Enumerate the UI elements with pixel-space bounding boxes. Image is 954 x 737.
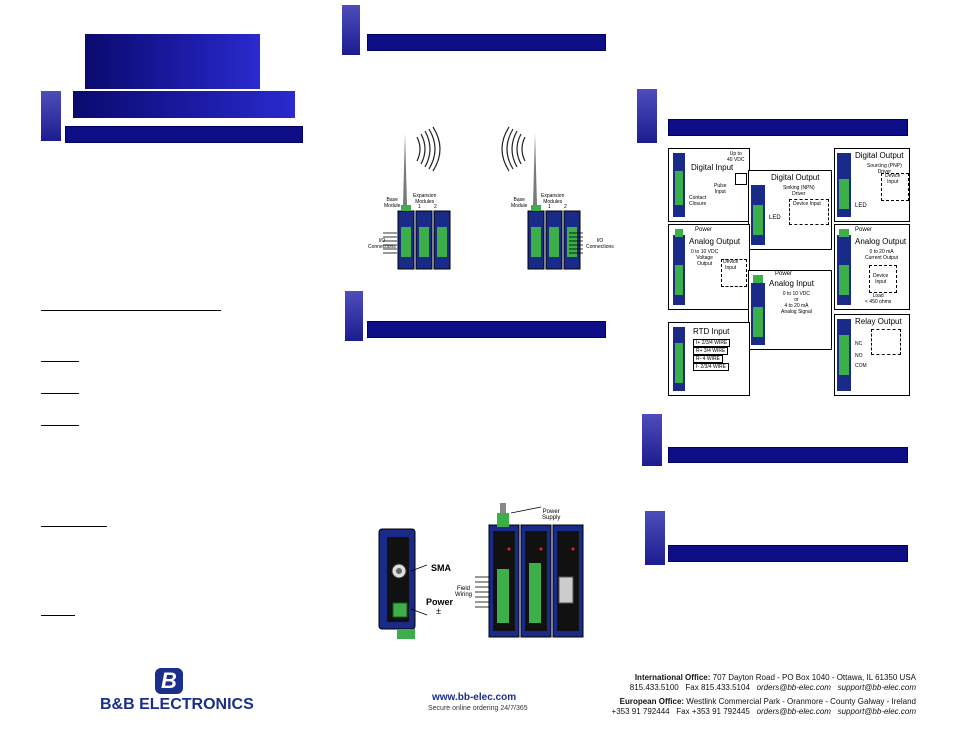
relay-nc: NC bbox=[855, 341, 863, 347]
ao-v-power: Power bbox=[695, 227, 713, 233]
panel-digital-output-sinking: Digital Output Sinking (NPN) Driver Devi… bbox=[748, 170, 832, 250]
panel-analog-input: Power Analog Input 0 to 10 VDC or 4 to 2… bbox=[748, 270, 832, 350]
tagline: Secure online ordering 24/7/365 bbox=[428, 705, 528, 712]
di-contact: Contact Closure bbox=[689, 195, 707, 207]
ao-c-power: Power bbox=[855, 227, 873, 233]
underline-heading-3 bbox=[41, 393, 79, 394]
label-n2-right: 2 bbox=[564, 204, 567, 210]
panel-rtd-input: RTD Input I+ 2/3/4 WIRE R+ 3/4 WIRE R- 4… bbox=[668, 322, 750, 396]
label-expansion-left: Expansion Modules bbox=[413, 193, 437, 205]
di-pulse: Pulse Input bbox=[714, 183, 727, 195]
section-tab-right-2 bbox=[642, 414, 662, 466]
intl-fax: Fax 815.433.5104 bbox=[685, 683, 750, 692]
label-field-wiring: Field Wiring bbox=[455, 586, 473, 598]
rtd-row-4: I- 2/3/4 WIRE bbox=[693, 363, 730, 371]
eu-support-email[interactable]: support@bb-elec.com bbox=[837, 707, 916, 716]
relay-no: NO bbox=[855, 353, 863, 359]
label-expansion-right: Expansion Modules bbox=[541, 193, 565, 205]
eu-address: Westlink Commercial Park - Oranmore - Co… bbox=[686, 697, 916, 706]
logo-b-mark: B bbox=[155, 668, 183, 694]
title-block bbox=[85, 34, 260, 89]
section-tab-wireless bbox=[342, 5, 360, 55]
do-sink-led: LED bbox=[769, 215, 781, 221]
intl-support-email[interactable]: support@bb-elec.com bbox=[837, 683, 916, 692]
section-header-block bbox=[73, 91, 295, 118]
section-tab-wiring bbox=[637, 89, 657, 143]
company-logo: B B&B ELECTRONICS bbox=[100, 668, 285, 718]
underline-heading-2 bbox=[41, 361, 79, 362]
underline-heading-4 bbox=[41, 425, 79, 426]
label-power-supply: Power Supply bbox=[542, 509, 561, 521]
section-tab-left bbox=[41, 91, 61, 141]
ao-v-device: Device Input bbox=[723, 259, 739, 271]
logo-text: B&B ELECTRONICS bbox=[100, 696, 254, 713]
relay-title: Relay Output bbox=[855, 317, 902, 326]
do-src-sub: Sourcing (PNP) Driver bbox=[867, 163, 902, 175]
relay-com: COM bbox=[855, 363, 867, 369]
intl-label: International Office: bbox=[634, 673, 711, 682]
section-bar-wireless bbox=[367, 34, 606, 51]
label-plusminus: ± bbox=[436, 606, 441, 616]
section-tab-right-3 bbox=[645, 511, 665, 565]
label-io-left: I/O Connections bbox=[368, 238, 396, 250]
label-base-right: Base Module bbox=[511, 197, 528, 209]
panel-digital-output-sourcing: Digital Output Sourcing (PNP) Driver Dev… bbox=[834, 148, 910, 222]
do-sink-sub: Sinking (NPN) Driver bbox=[783, 185, 815, 197]
ao-v-title: Analog Output bbox=[689, 237, 741, 246]
label-n1-right: 1 bbox=[548, 204, 551, 210]
rtd-row-1: I+ 2/3/4 WIRE bbox=[693, 339, 731, 347]
section-tab-middle-2 bbox=[345, 291, 363, 341]
website-link[interactable]: www.bb-elec.com bbox=[432, 692, 517, 703]
ao-v-sub: 0 to 10 VDC Voltage Output bbox=[691, 249, 719, 267]
rtd-title: RTD Input bbox=[693, 327, 730, 336]
label-sma: SMA bbox=[431, 563, 451, 573]
ai-title: Analog Input bbox=[769, 279, 814, 288]
panel-analog-output-voltage: Power Analog Output 0 to 10 VDC Voltage … bbox=[668, 224, 750, 310]
label-power: Power bbox=[426, 597, 454, 607]
eu-fax: Fax +353 91 792445 bbox=[676, 707, 750, 716]
underline-heading-5 bbox=[41, 526, 107, 527]
ao-c-load: Load < 450 ohms bbox=[865, 293, 892, 305]
eu-office-line-1: European Office: Westlink Commercial Par… bbox=[620, 697, 916, 706]
label-n1-left: 1 bbox=[418, 204, 421, 210]
underline-heading-6 bbox=[41, 615, 75, 616]
intl-phone: 815.433.5100 bbox=[629, 683, 679, 692]
ao-c-sub: 0 to 20 mA Current Output bbox=[865, 249, 899, 261]
do-src-led: LED bbox=[855, 203, 867, 209]
di-title: Digital Input bbox=[691, 163, 734, 172]
rtd-row-2: R+ 3/4 WIRE bbox=[693, 347, 729, 355]
do-sink-title: Digital Output bbox=[771, 173, 820, 182]
eu-label: European Office: bbox=[619, 697, 685, 706]
underline-heading-1 bbox=[41, 310, 221, 311]
intl-office-line-1: International Office: 707 Dayton Road - … bbox=[635, 673, 916, 682]
label-n2-left: 2 bbox=[434, 204, 437, 210]
section-bar-right-3 bbox=[668, 545, 908, 562]
ai-power: Power bbox=[775, 271, 793, 277]
eu-office-line-2: +353 91 792444 Fax +353 91 792445 orders… bbox=[612, 707, 916, 716]
section-bar-right-2 bbox=[668, 447, 908, 463]
section-bar-wiring bbox=[668, 119, 908, 136]
panel-relay-output: Relay Output NC NO COM bbox=[834, 314, 910, 396]
ao-c-device: Device Input bbox=[873, 273, 889, 285]
do-sink-device: Device Input bbox=[793, 201, 821, 207]
di-up-to: Up to 40 VDC bbox=[727, 151, 745, 163]
ai-sub: 0 to 10 VDC or 4 to 20 mA Analog Signal bbox=[781, 291, 812, 315]
eu-orders-email[interactable]: orders@bb-elec.com bbox=[756, 707, 831, 716]
do-src-title: Digital Output bbox=[855, 151, 904, 160]
panel-analog-output-current: Power Analog Output 0 to 20 mA Current O… bbox=[834, 224, 910, 310]
intl-office-line-2: 815.433.5100 Fax 815.433.5104 orders@bb-… bbox=[630, 683, 916, 692]
wireless-system-diagram bbox=[383, 126, 583, 270]
rtd-row-3: R- 4 WIRE bbox=[693, 355, 723, 363]
label-base-left: Base Module bbox=[384, 197, 401, 209]
panel-digital-input: Digital Input Up to 40 VDC Pulse Input C… bbox=[668, 148, 750, 222]
intl-address: 707 Dayton Road - PO Box 1040 - Ottawa, … bbox=[712, 673, 916, 682]
do-src-device: Device Input bbox=[885, 173, 901, 185]
section-bar-left bbox=[65, 126, 303, 143]
intl-orders-email[interactable]: orders@bb-elec.com bbox=[756, 683, 831, 692]
ao-c-title: Analog Output bbox=[855, 237, 907, 246]
section-bar-middle-2 bbox=[367, 321, 606, 338]
label-io-right: I/O Connections bbox=[586, 238, 614, 250]
eu-phone: +353 91 792444 bbox=[611, 707, 670, 716]
hardware-diagram bbox=[378, 503, 584, 639]
